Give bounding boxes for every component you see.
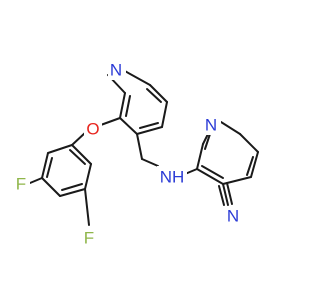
bond [46,157,53,178]
bond [136,133,143,160]
bond [149,84,168,103]
structure-canvas: N O NH N F F N [12,60,259,248]
pyridine-nitrogen-right: N [203,115,221,135]
bond [122,69,151,86]
bond [61,183,83,191]
bond [196,143,204,170]
bond [204,133,211,150]
atom-label-layer: N O NH N F F N [12,60,242,248]
bond-layer [29,69,259,226]
bond [47,144,73,154]
bond [161,101,168,128]
bond [201,165,224,179]
bond [196,168,224,185]
bond [139,122,159,129]
atom-label-n: N [205,116,217,135]
atom-label-o: O [86,120,99,139]
bond [218,185,225,206]
bond [239,133,259,153]
bond [119,117,138,135]
amine-nh: NH [157,166,187,187]
bond [29,177,43,184]
bond [41,177,61,197]
bond [84,163,92,190]
bond [250,151,259,178]
bond [119,92,126,119]
bond [226,182,233,205]
bond [71,131,87,146]
bond [125,95,131,117]
bond [146,88,162,103]
ether-oxygen: O [84,119,102,139]
pyridine-nitrogen-top: N [108,60,126,80]
atom-label-n: N [110,61,122,80]
atom-label-f: F [84,229,94,248]
bond [136,126,163,135]
bond [71,144,92,165]
bond [246,156,254,176]
atom-label-n: N [227,207,239,226]
nitrile-nitrogen: N [224,206,242,226]
bond [220,121,241,135]
bond [59,188,86,197]
bond [222,183,229,206]
bond [84,188,90,226]
bond [69,149,86,165]
fluorine-para: F [80,228,98,248]
bond [41,152,49,179]
atom-label-nh: NH [160,168,185,187]
fluorine-ortho: F [12,174,30,194]
molecule-structure: N O NH N F F N [12,60,259,248]
bond [141,158,159,167]
atom-label-f: F [16,175,26,194]
